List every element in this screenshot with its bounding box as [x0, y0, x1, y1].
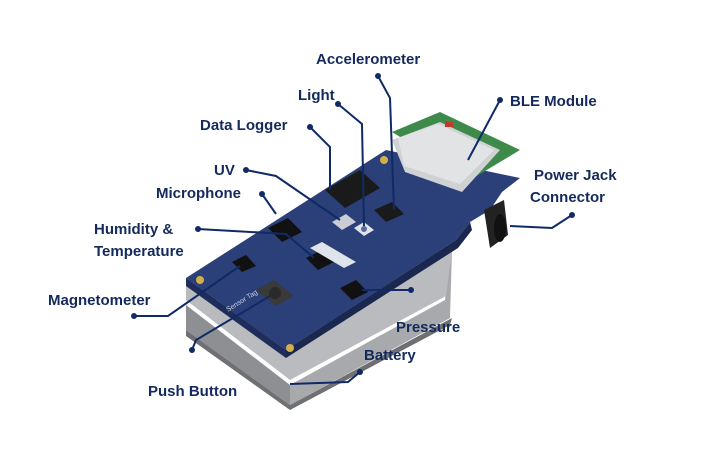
label-push-button: Push Button	[148, 383, 238, 400]
leader-pushbutton	[191, 295, 271, 351]
label-pressure: Pressure	[396, 319, 461, 336]
label-magnetometer: Magnetometer	[48, 292, 151, 309]
label-ble-module: BLE Module	[510, 93, 597, 110]
dot-humidity	[195, 226, 201, 232]
leader-microphone	[261, 193, 277, 215]
pressure-sensor	[340, 280, 368, 300]
dot-microphone	[259, 191, 265, 197]
label-power-jack-line1: Power Jack	[534, 167, 617, 184]
leader-dots	[131, 73, 575, 375]
power-jack-socket	[494, 214, 506, 242]
leader-magnetometer	[134, 265, 241, 317]
enclosure-side	[290, 250, 452, 405]
leader-uv	[245, 169, 341, 221]
accelerometer-chip	[374, 202, 404, 222]
dot-ble	[497, 97, 503, 103]
label-microphone: Microphone	[156, 185, 241, 202]
ble-module-shield-top	[398, 124, 494, 184]
push-button-cap	[269, 287, 281, 299]
dot-light	[335, 101, 341, 107]
dot-magnetometer	[131, 313, 137, 319]
light-sensor-lens	[361, 226, 367, 232]
uv-sensor	[332, 214, 356, 230]
mount-hole-bottom	[286, 344, 294, 352]
label-data-logger: Data Logger	[200, 117, 288, 134]
dot-pushbutton	[189, 347, 195, 353]
label-power-jack-line2: Connector	[530, 189, 605, 206]
mount-hole-left	[196, 276, 204, 284]
leader-accelerometer	[377, 75, 395, 211]
label-humidity-line1: Humidity &	[94, 221, 174, 238]
leader-humidity	[197, 228, 315, 259]
pcb-edge	[186, 278, 286, 358]
label-uv: UV	[214, 162, 235, 179]
dot-datalogger	[307, 124, 313, 130]
label-humidity-line2: Temperature	[94, 243, 184, 260]
data-logger-chip	[325, 170, 380, 208]
leader-light	[337, 103, 365, 227]
dot-accelerometer	[375, 73, 381, 79]
leader-datalogger	[309, 126, 331, 190]
dot-powerjack	[569, 212, 575, 218]
leader-powerjack	[509, 214, 573, 230]
board-cutout	[310, 242, 356, 268]
leader-lines	[134, 75, 573, 385]
enclosure-bottom	[186, 318, 452, 410]
dot-pressure	[408, 287, 414, 293]
dot-uv	[243, 167, 249, 173]
label-accelerometer: Accelerometer	[316, 51, 421, 68]
label-battery: Battery	[364, 347, 416, 364]
leader-battery	[289, 371, 361, 385]
microphone-chip	[268, 218, 302, 242]
mount-hole-top	[380, 156, 388, 164]
label-light: Light	[298, 87, 335, 104]
leader-ble	[467, 99, 501, 161]
ble-antenna-red	[445, 122, 453, 127]
dot-battery	[357, 369, 363, 375]
